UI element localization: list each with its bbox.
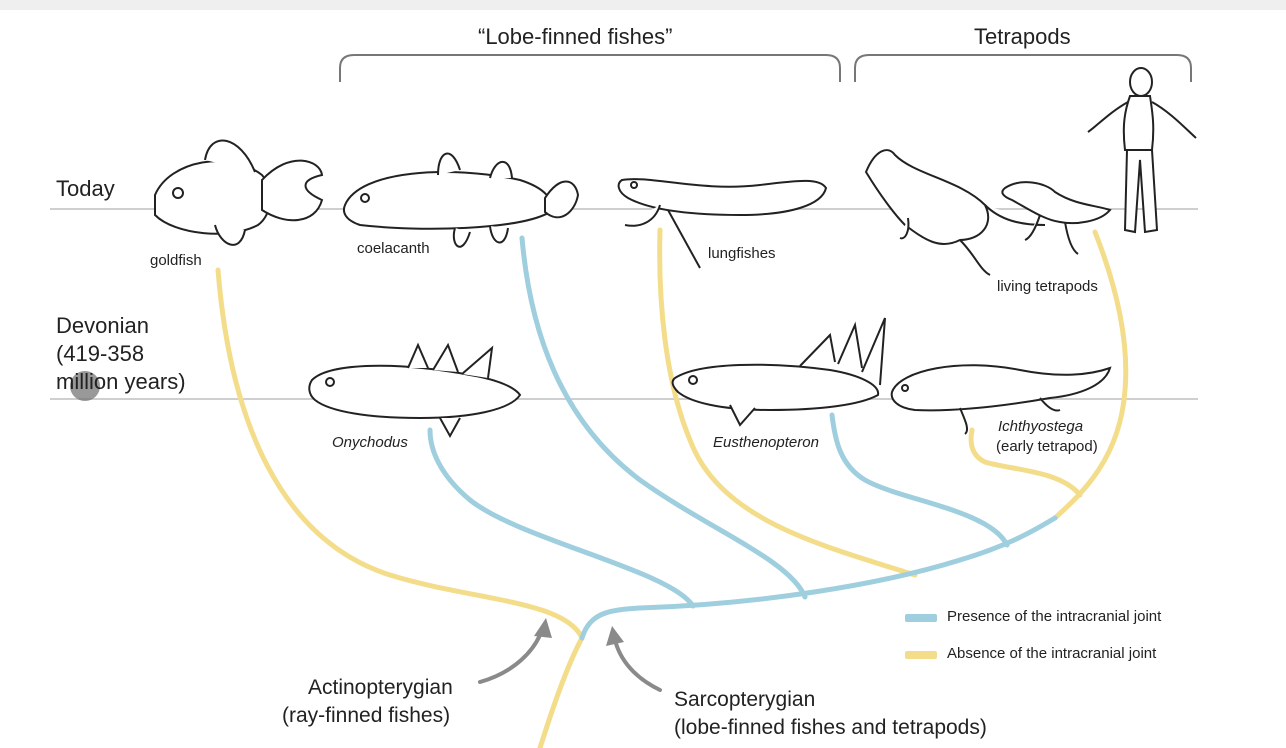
- coelacanth-label: coelacanth: [357, 240, 430, 257]
- coelacanth-illustration: [342, 152, 580, 248]
- top-bar: [0, 0, 1286, 10]
- era-today-label: Today: [56, 176, 115, 201]
- actinopterygian-sublabel: (ray-finned fishes): [282, 704, 451, 727]
- lungfish-illustration: [617, 178, 828, 269]
- lungfish-branch: [657, 227, 918, 578]
- sarcopterygian-arrowhead: [606, 626, 624, 646]
- actinopterygian-arrow: [478, 628, 544, 684]
- actinopterygian-label: Actinopterygian: [308, 676, 453, 699]
- lobe-finned-bracket: [339, 54, 841, 82]
- legend-absence-swatch: [905, 651, 937, 659]
- tetrapods-bracket: [854, 54, 1192, 82]
- legend-presence-swatch: [905, 614, 937, 622]
- ichthyostega-illustration: [890, 364, 1112, 435]
- kangaroo-illustration: [864, 149, 1046, 276]
- legend-presence-label: Presence of the intracranial joint: [947, 608, 1162, 625]
- cursor-indicator: [70, 371, 100, 401]
- goldfish-label: goldfish: [150, 252, 202, 269]
- goldfish-branch: [215, 267, 585, 641]
- lizard-illustration: [1001, 181, 1112, 255]
- era-devonian-unit: million years): [56, 369, 186, 394]
- sarcopterygian-branch: [579, 515, 1058, 641]
- onychodus-branch: [427, 427, 696, 609]
- era-devonian-range: (419-358: [56, 341, 145, 366]
- legend-absence-label: Absence of the intracranial joint: [947, 645, 1157, 662]
- sarcopterygian-arrow: [613, 638, 662, 692]
- actinopterygian-arrowhead: [534, 618, 552, 638]
- lobe-finned-clade-label: “Lobe-finned fishes”: [478, 24, 673, 49]
- human-illustration: [1087, 67, 1197, 234]
- ichthyostega-label: Ichthyostega: [998, 418, 1084, 435]
- eusthenopteron-branch: [829, 412, 1010, 548]
- sarcopterygian-label: Sarcopterygian: [674, 688, 816, 711]
- era-devonian-label: Devonian: [56, 313, 149, 338]
- ichthyostega-branch: [968, 427, 1083, 498]
- onychodus-illustration: [308, 342, 522, 439]
- ichthyostega-note: (early tetrapod): [996, 438, 1098, 455]
- eusthenopteron-label: Eusthenopteron: [713, 434, 819, 451]
- lungfishes-label: lungfishes: [708, 245, 776, 262]
- goldfish-illustration: [154, 139, 324, 246]
- onychodus-label: Onychodus: [332, 434, 408, 451]
- tetrapods-clade-label: Tetrapods: [974, 24, 1071, 49]
- coelacanth-branch: [519, 235, 808, 600]
- eusthenopteron-illustration: [671, 317, 886, 427]
- root-branch: [537, 635, 585, 748]
- living-tetrapods-label: living tetrapods: [997, 278, 1098, 295]
- sarcopterygian-sublabel: (lobe-finned fishes and tetrapods): [674, 716, 987, 739]
